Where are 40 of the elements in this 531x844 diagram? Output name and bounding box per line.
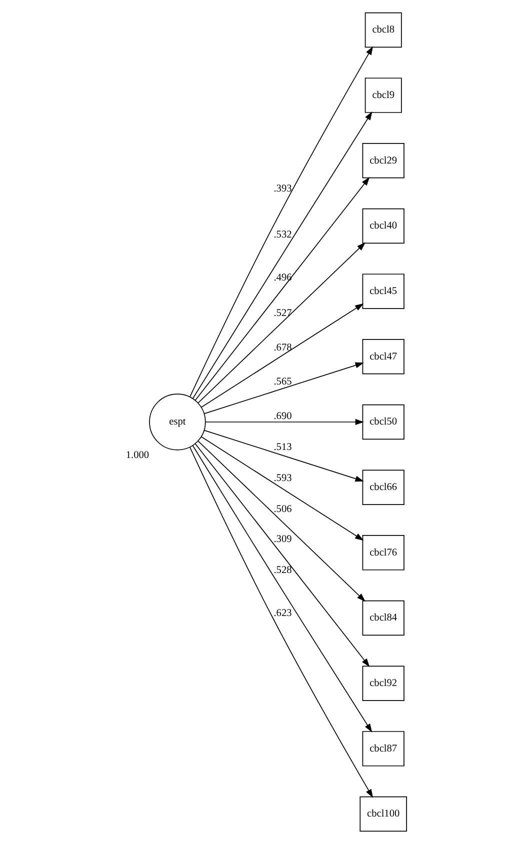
arrow — [204, 418, 364, 426]
edge-label: .506 — [273, 504, 292, 515]
node-box: cbcl8 — [364, 12, 402, 48]
edge-label: .528 — [273, 564, 292, 576]
arrow — [189, 46, 373, 398]
edge-label: .565 — [273, 376, 292, 388]
edge-label: .527 — [273, 308, 292, 319]
arrow — [197, 440, 365, 602]
arrow — [194, 177, 370, 401]
edge-label: .532 — [273, 230, 292, 241]
edge-label: .623 — [273, 608, 292, 619]
node-box: cbcl50 — [362, 404, 404, 440]
arrow — [203, 362, 364, 414]
node-circle: espt — [148, 394, 206, 450]
node-box: cbcl76 — [362, 535, 404, 570]
edge-label: .593 — [273, 472, 292, 484]
edge-label: .690 — [273, 411, 292, 422]
node-box: cbcl84 — [362, 600, 404, 636]
node-box: cbcl100 — [359, 796, 406, 832]
arrow — [200, 303, 364, 408]
node-box: cbcl29 — [362, 143, 404, 178]
arrow — [194, 443, 370, 667]
node-box: cbcl87 — [362, 731, 404, 766]
arrow — [192, 445, 372, 732]
node-label: 1.000 — [125, 450, 149, 462]
edge-label: .393 — [273, 183, 292, 194]
arrow — [200, 436, 364, 541]
arrow — [203, 430, 364, 482]
node-box: cbcl45 — [362, 274, 404, 309]
edge-label: .309 — [273, 534, 292, 546]
node-box: cbcl9 — [364, 78, 402, 113]
arrow — [188, 446, 372, 798]
node-box: cbcl66 — [362, 470, 404, 505]
node-box: cbcl47 — [362, 339, 404, 374]
edge-label: .513 — [273, 442, 292, 454]
edge-label: .678 — [273, 342, 292, 354]
node-box: cbcl92 — [362, 666, 404, 701]
node-box: cbcl40 — [362, 208, 404, 244]
arrow — [192, 111, 372, 399]
arrow — [197, 242, 365, 404]
